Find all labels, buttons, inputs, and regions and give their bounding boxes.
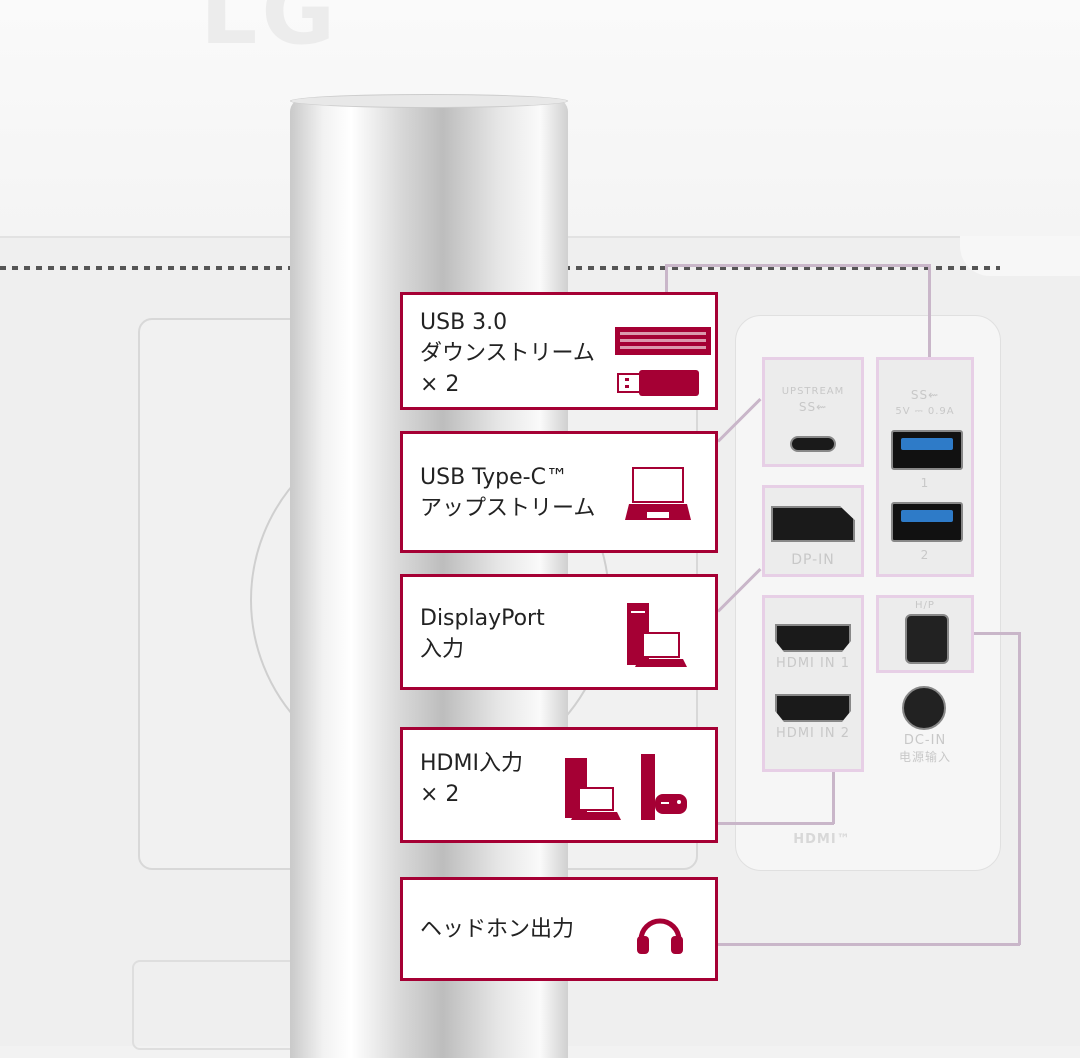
dc-in-label: DC-IN (903, 733, 947, 748)
headphone-jack[interactable] (905, 614, 949, 664)
monitor-rim (960, 236, 1080, 276)
connector-line (972, 632, 1020, 635)
displayport-box: DP-IN (762, 485, 864, 577)
callout-text: ヘッドホン出力 (420, 917, 575, 942)
usb-a-port-2[interactable] (891, 502, 963, 542)
dp-label: DP-IN (791, 552, 835, 568)
usb-a-port-1[interactable] (891, 430, 963, 470)
usb-port-number: 2 (920, 548, 930, 562)
connector-line (928, 264, 931, 359)
connector-line (718, 943, 1020, 946)
dc-in-cn-label: 电源输入 (898, 750, 951, 764)
callout-text: HDMI入力× 2 (420, 751, 523, 807)
hdmi-2-port[interactable] (775, 694, 851, 722)
connector-line (665, 264, 668, 294)
headphone-port-box: H/P (876, 595, 974, 673)
hdmi-port-box: HDMI IN 1 HDMI IN 2 (762, 595, 864, 772)
connector-line (718, 822, 834, 825)
superspeed-label: SS⇜ (910, 388, 940, 402)
hdmi2-label: HDMI IN 2 (776, 726, 850, 741)
callout-headphone: ヘッドホン出力 (400, 877, 718, 981)
usb-a-port-box: SS⇜ 5V ⎓ 0.9A 1 2 (876, 357, 974, 577)
usb-c-port[interactable] (790, 436, 836, 452)
game-console-icon (641, 754, 687, 820)
desktop-pc-icon (565, 758, 621, 820)
usb-stick-icon (617, 370, 699, 396)
connector-line (1018, 632, 1021, 945)
hdmi1-label: HDMI IN 1 (776, 656, 850, 671)
lg-logo-watermark: LG (200, 0, 340, 65)
keyboard-icon (615, 327, 711, 355)
usb-c-port-box: UPSTREAM SS⇜ (762, 357, 864, 467)
headphone-port-label: H/P (915, 600, 935, 611)
usb-port-number: 1 (920, 476, 930, 490)
headphones-icon (637, 918, 683, 954)
displayport-port[interactable] (771, 506, 855, 542)
laptop-icon (625, 467, 691, 520)
connector-line (665, 264, 930, 267)
desktop-pc-icon (627, 603, 687, 667)
power-rating-label: 5V ⎓ 0.9A (895, 406, 955, 417)
usbc-label: UPSTREAM (781, 386, 845, 397)
callout-hdmi: HDMI入力× 2 (400, 727, 718, 843)
stand-pillar-top (290, 94, 568, 108)
lower-plate (132, 960, 312, 1050)
hdmi-1-port[interactable] (775, 624, 851, 652)
superspeed-label: SS⇜ (798, 400, 828, 414)
connector-line (832, 770, 835, 824)
hdmi-logo: HDMI™ (793, 832, 851, 847)
dc-in-jack[interactable] (902, 686, 946, 730)
